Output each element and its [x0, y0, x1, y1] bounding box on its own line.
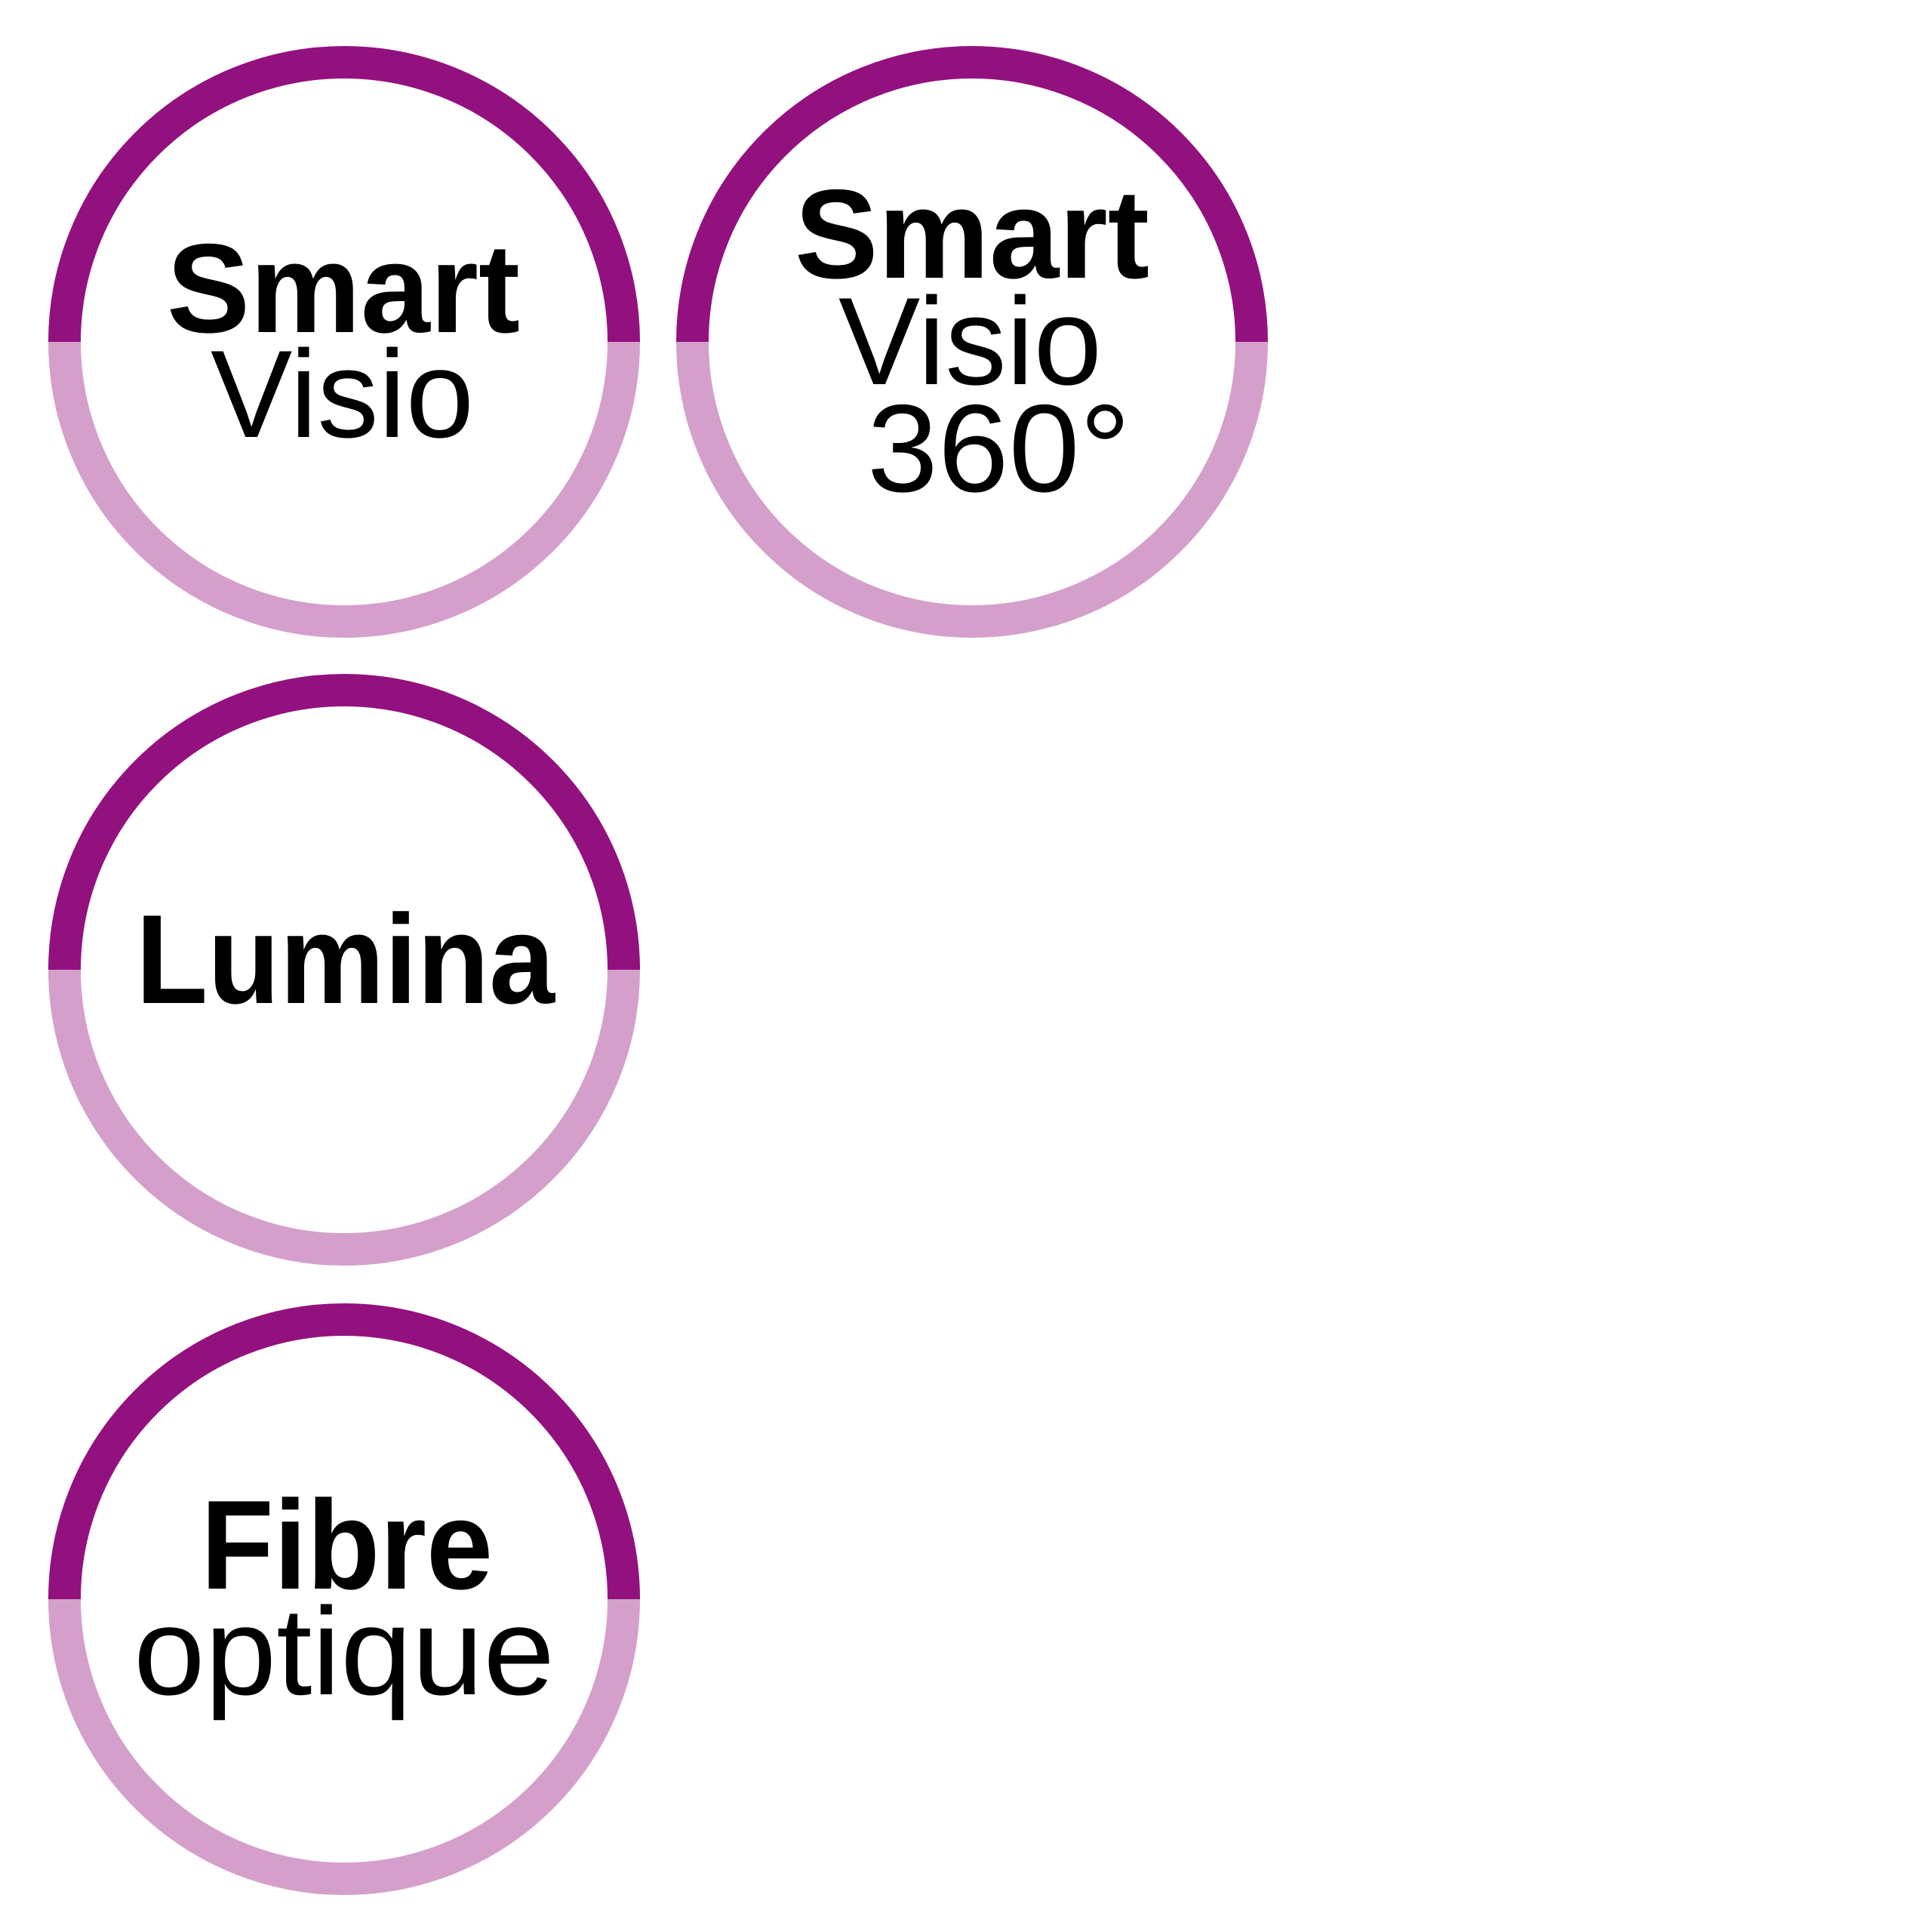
ring-top-half: [48, 1303, 640, 1600]
ring-bottom-half: [676, 341, 1268, 638]
badge-subtitle: Visio: [838, 272, 1102, 411]
badge-title: Smart: [795, 163, 1149, 305]
ring-top-half: [676, 46, 1268, 343]
badge-lumina: Lumina: [48, 674, 640, 1266]
badge-subtitle: optique: [134, 1582, 555, 1721]
badge-title: Fibre: [201, 1474, 493, 1616]
ring-top-half: [48, 46, 640, 343]
ring-bottom-half: [48, 341, 640, 638]
ring-bottom-half: [48, 969, 640, 1266]
ring-top-half: [48, 674, 640, 971]
ring-bottom-half: [48, 1598, 640, 1895]
badge-title: Smart: [167, 217, 520, 359]
badge-smart-visio-360: Smart Visio 360°: [676, 46, 1268, 638]
badge-title: Lumina: [136, 888, 555, 1030]
badge-fibre-optique: Fibre optique: [48, 1303, 640, 1895]
badge-degree-label: 360°: [867, 379, 1131, 518]
badge-subtitle: Visio: [211, 325, 474, 463]
badge-smart-visio: Smart Visio: [48, 46, 640, 638]
